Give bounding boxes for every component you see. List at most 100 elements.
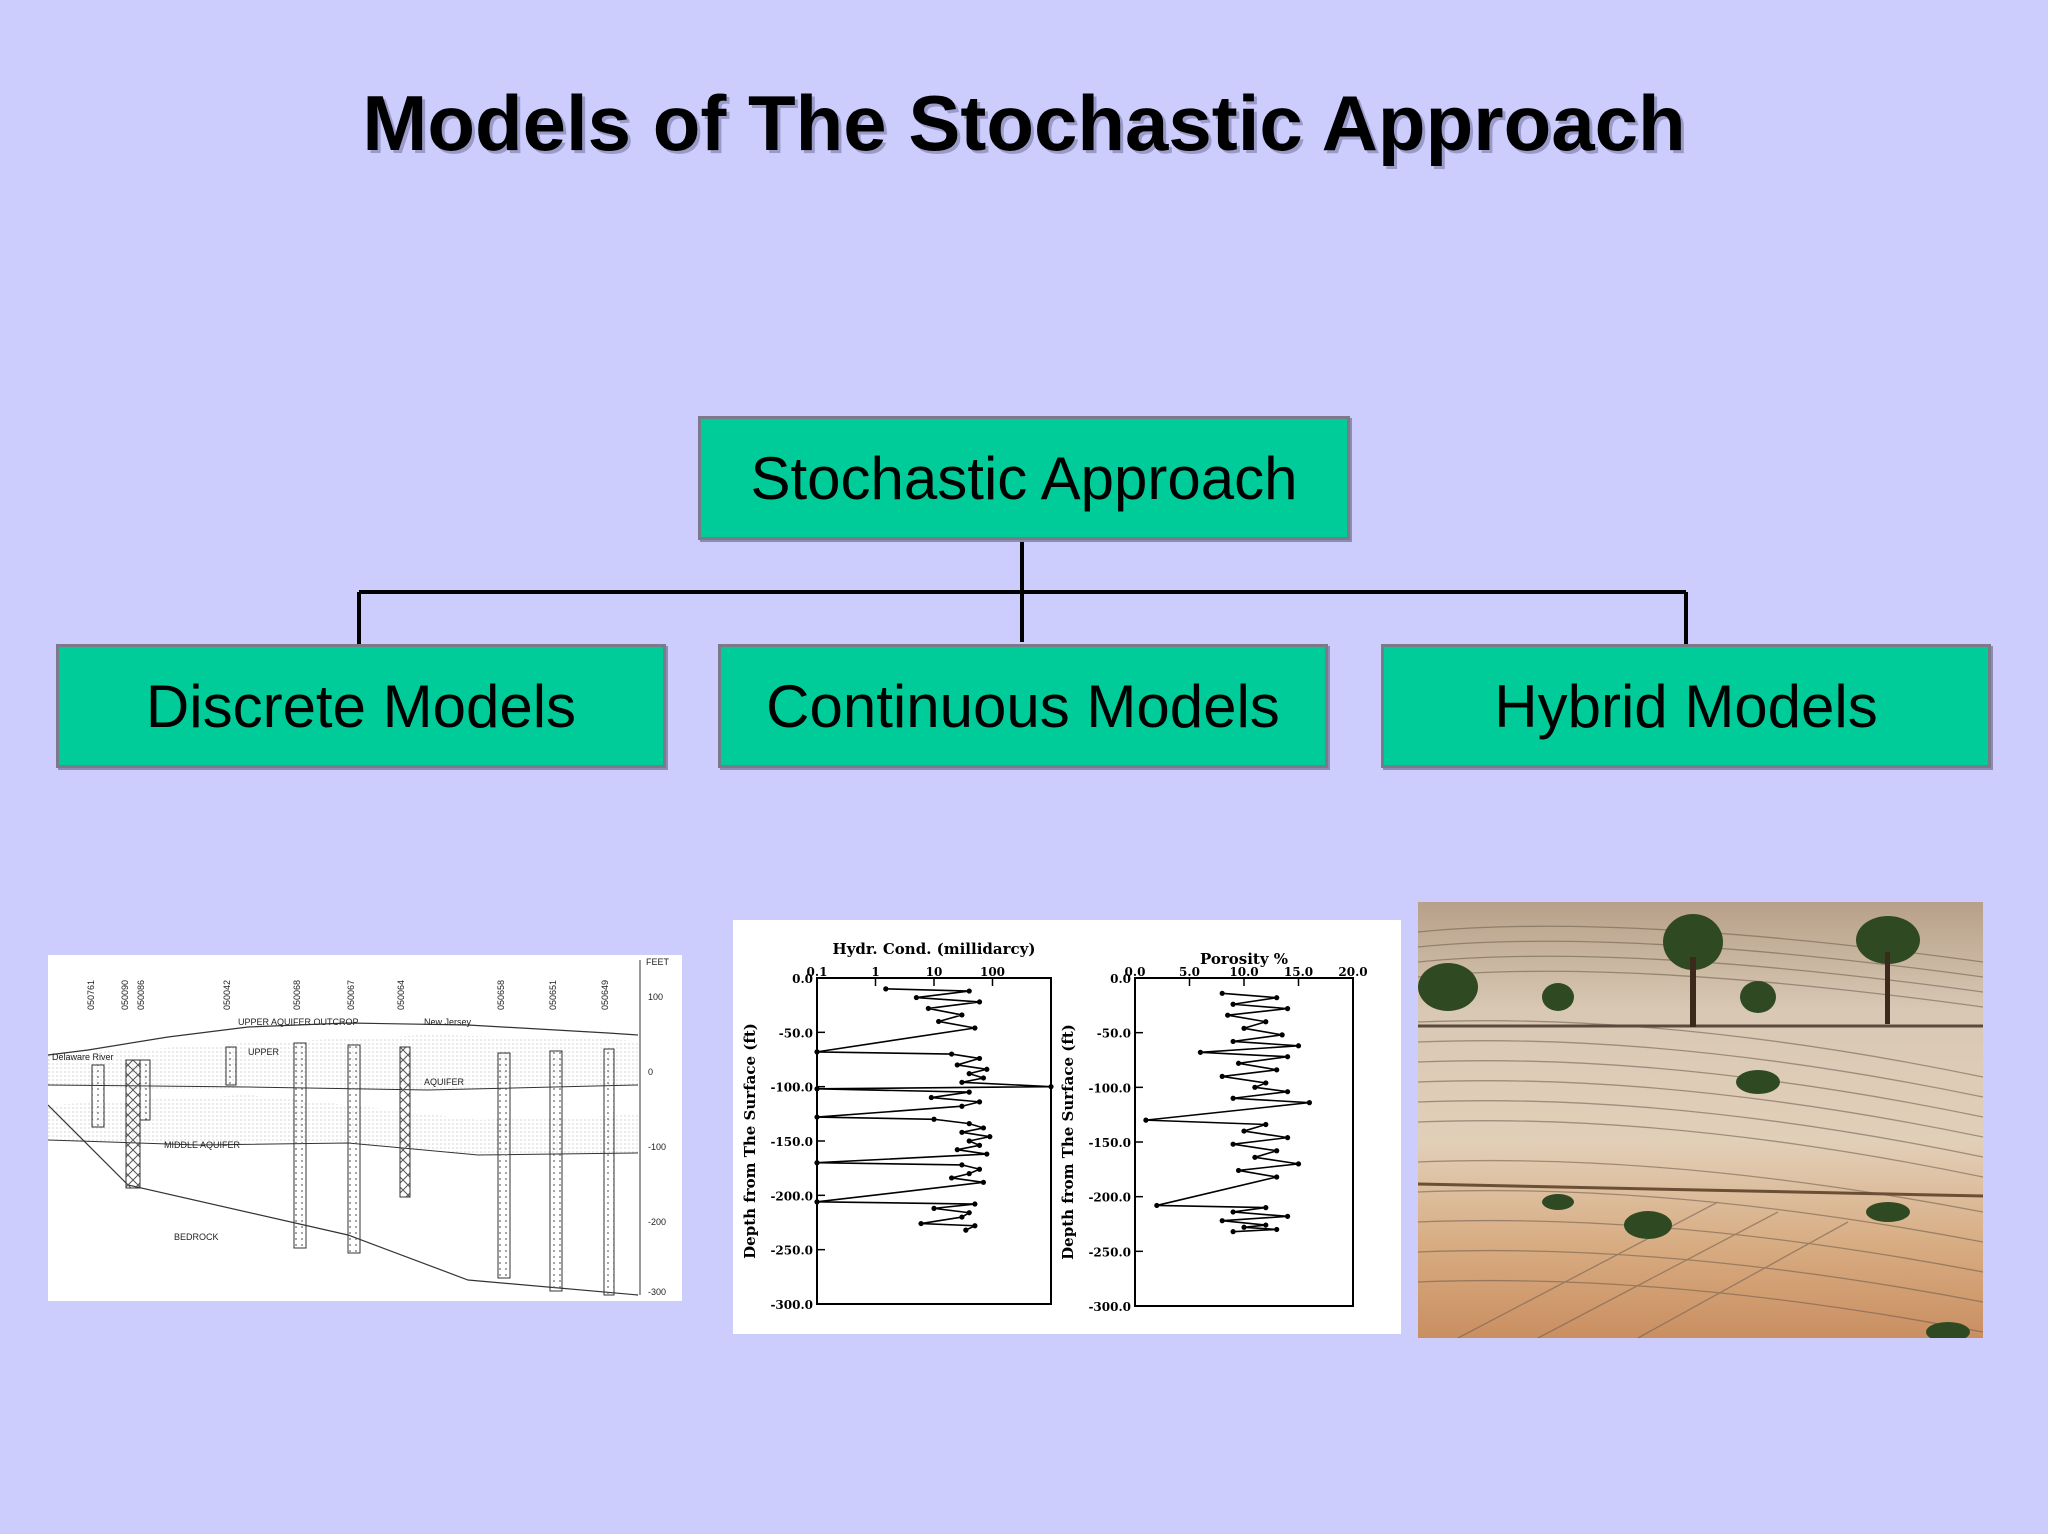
label-delaware: Delaware River — [52, 1052, 114, 1062]
data-point — [931, 1205, 937, 1211]
data-point — [814, 1160, 820, 1166]
data-point — [1230, 1001, 1236, 1007]
data-point — [814, 1086, 820, 1092]
data-point — [936, 1018, 942, 1025]
data-point — [1219, 1073, 1225, 1079]
data-point — [1225, 1012, 1231, 1018]
well-id: 050068 — [292, 980, 302, 1010]
y-axis-label: Depth from The Surface (ft) — [1059, 1024, 1077, 1260]
data-point — [1219, 1218, 1225, 1224]
y-tick-label: -300.0 — [770, 1298, 813, 1312]
data-point — [1230, 1141, 1236, 1147]
well-log-svg: Hydr. Cond. (millidarcy) Depth from The S… — [741, 940, 1368, 1314]
child-node-label: Continuous Models — [766, 672, 1280, 740]
data-point — [966, 1171, 972, 1177]
data-point — [976, 1099, 983, 1105]
data-point — [1274, 995, 1280, 1001]
well-id: 050658 — [496, 980, 506, 1010]
y-tick-label: -250.0 — [1088, 1245, 1131, 1259]
child-node-label: Hybrid Models — [1494, 672, 1878, 740]
data-point — [814, 1199, 820, 1205]
data-point — [1285, 1135, 1291, 1141]
label-aquifer: AQUIFER — [424, 1077, 465, 1087]
data-point — [959, 1162, 965, 1168]
y-tick-label: -100.0 — [770, 1081, 813, 1095]
x-tick-label: 15.0 — [1284, 965, 1313, 979]
data-point — [1241, 1224, 1247, 1230]
data-point — [1252, 1084, 1258, 1090]
root-node: Stochastic Approach — [698, 416, 1350, 540]
child-node-discrete: Discrete Models — [56, 644, 666, 768]
label-upper: UPPER — [248, 1047, 280, 1057]
y-tick-label: -150.0 — [1088, 1136, 1131, 1150]
chart-title: Hydr. Cond. (millidarcy) — [833, 940, 1036, 958]
data-point — [1285, 1006, 1291, 1012]
data-point — [972, 1201, 978, 1207]
data-point — [918, 1220, 924, 1227]
y-tick-label: -200.0 — [770, 1189, 813, 1203]
plot-frame — [816, 977, 1052, 1305]
data-point — [1263, 1080, 1269, 1086]
y-tick-label: -50.0 — [1097, 1027, 1131, 1041]
well-id: 050761 — [86, 980, 96, 1010]
data-point — [972, 1025, 978, 1031]
scale-tick: -300 — [648, 1287, 666, 1297]
data-point — [1295, 1161, 1302, 1167]
data-point — [1230, 1038, 1236, 1045]
x-tick-label: 20.0 — [1338, 965, 1367, 979]
data-point — [954, 1062, 960, 1068]
x-tick-label: 1 — [871, 965, 879, 979]
x-tick-label: 10 — [926, 965, 943, 979]
data-point — [959, 1103, 965, 1109]
data-point — [1252, 1154, 1258, 1160]
data-point — [1263, 1019, 1269, 1025]
data-point — [1154, 1202, 1160, 1209]
data-point — [814, 1049, 820, 1055]
well-id: 050064 — [396, 980, 406, 1010]
data-point — [913, 994, 919, 1001]
data-point — [980, 1125, 987, 1131]
data-point — [1295, 1043, 1302, 1049]
data-point — [1285, 1213, 1291, 1219]
well-id: 050042 — [222, 980, 232, 1010]
data-point — [959, 1012, 965, 1018]
root-node-label: Stochastic Approach — [750, 444, 1298, 512]
data-point — [987, 1134, 993, 1140]
page-title: Models of The Stochastic Approach — [362, 79, 1686, 167]
x-tick-label: 0.1 — [807, 965, 828, 979]
data-point — [959, 1079, 965, 1085]
y-tick-label: -150.0 — [770, 1135, 813, 1149]
data-point — [1241, 1128, 1247, 1134]
sandstone-photo-svg — [1418, 902, 1983, 1338]
data-point — [925, 1005, 931, 1012]
data-point — [1048, 1084, 1054, 1090]
data-point — [1285, 1089, 1291, 1095]
data-point — [1235, 1167, 1242, 1174]
data-point — [976, 999, 983, 1005]
data-point — [1274, 1174, 1280, 1180]
data-point — [1263, 1205, 1269, 1211]
data-point — [959, 1129, 965, 1135]
y-tick-label: -300.0 — [1088, 1300, 1131, 1314]
data-point — [984, 1151, 990, 1157]
label-new-jersey: New Jersey — [424, 1017, 472, 1027]
series-line — [1145, 992, 1310, 1233]
well-id: 050090 — [120, 980, 130, 1010]
data-point — [1274, 1148, 1280, 1154]
data-point — [966, 1121, 972, 1127]
data-point — [1230, 1229, 1236, 1235]
data-point — [1230, 1095, 1236, 1101]
y-tick-label: -100.0 — [1088, 1081, 1131, 1095]
tree-icon — [1418, 914, 1970, 1338]
data-point — [1230, 1209, 1236, 1215]
well-id: 050651 — [548, 980, 558, 1010]
data-point — [976, 1166, 983, 1172]
y-axis-label: Depth from The Surface (ft) — [741, 1023, 759, 1259]
label-middle-aquifer: MIDDLE AQUIFER — [164, 1140, 241, 1150]
x-tick-label: 0.0 — [1125, 965, 1146, 979]
x-tick-label: 100 — [980, 965, 1005, 979]
data-point — [980, 1075, 987, 1081]
log-chart-2: Porosity %Depth from The Surface (ft)0.0… — [1059, 950, 1368, 1314]
x-tick-label: 5.0 — [1179, 965, 1200, 979]
